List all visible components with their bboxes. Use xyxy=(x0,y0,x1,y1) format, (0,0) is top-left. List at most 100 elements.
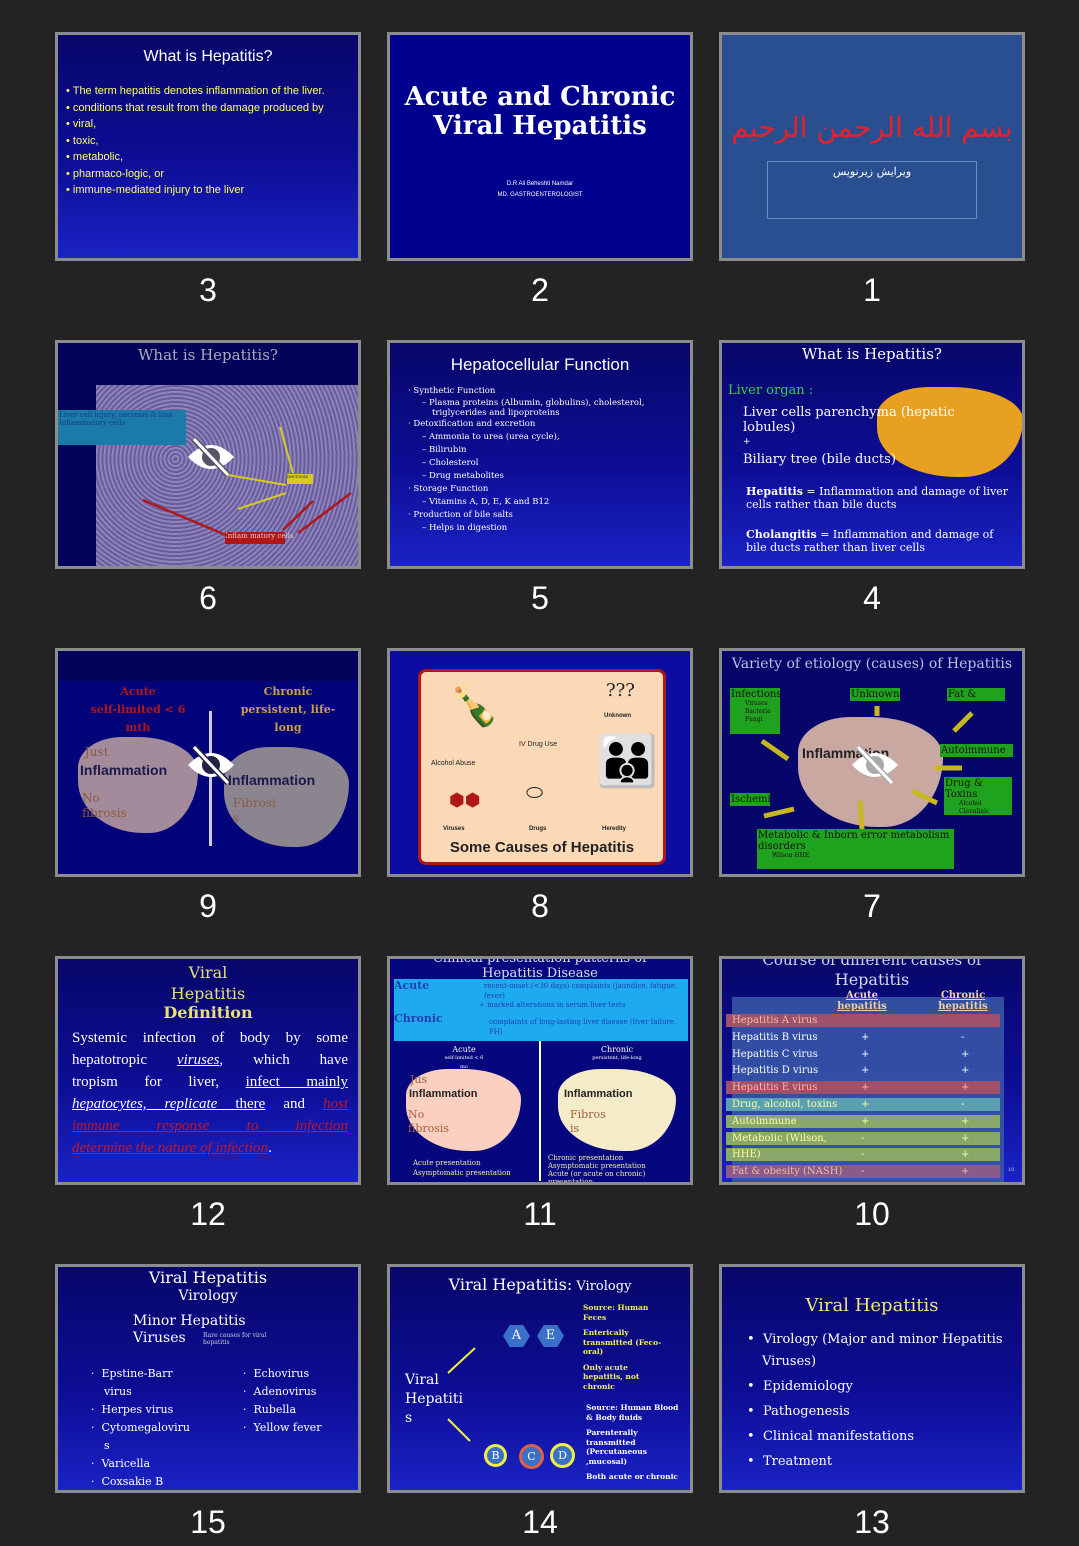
list-item: – Cholesterol xyxy=(422,458,479,468)
list-item: – Vitamins A, D, E, K and B12 xyxy=(422,497,550,507)
slide-thumbnail-3[interactable]: What is Hepatitis? • The term hepatitis … xyxy=(55,32,361,261)
cause-autoimmune: Autoimmune xyxy=(940,744,1013,757)
cause-name: Autoimmune xyxy=(732,1115,797,1127)
slide-thumbnail-13[interactable]: Viral Hepatitis • Virology (Major and mi… xyxy=(719,1264,1025,1493)
hidden-slide-icon xyxy=(852,745,898,785)
virus-list-right: · Echovirus· Adenovirus · Rubella· Yello… xyxy=(243,1367,322,1434)
chronic-value: + xyxy=(961,1048,970,1060)
bullet: • immune-mediated injury to the liver xyxy=(66,184,245,196)
slide-thumbnail-11[interactable]: Clinical presentation patterns of Hepati… xyxy=(387,956,693,1185)
table-row: Fat & obesity (NASH)-+ xyxy=(726,1165,1000,1179)
hepatitis-b-badge: B xyxy=(484,1444,507,1467)
label-necrosis: necrosis xyxy=(287,474,313,484)
cause-ischemia: Ischemi xyxy=(730,793,771,806)
slide-thumbnail-5[interactable]: Hepatocellular Function · Synthetic Func… xyxy=(387,340,693,569)
arrows xyxy=(760,706,974,830)
pill-icon: ⬭ xyxy=(526,780,544,804)
slide-title: Variety of etiology (causes) of Hepatiti… xyxy=(731,656,1013,672)
chronic-value: + xyxy=(961,1166,970,1178)
slide-number: 5 xyxy=(531,580,549,616)
acute-value: + xyxy=(861,1048,870,1060)
bullet: • metabolic, xyxy=(66,151,124,163)
bullet: • conditions that result from the damage… xyxy=(66,101,324,114)
slide-number: 2 xyxy=(531,272,549,308)
caption: Some Causes of Hepatitis xyxy=(449,839,635,856)
heredity-label: Heredity xyxy=(602,826,627,832)
slide-number: 3 xyxy=(199,272,217,308)
list-item: – Helps in digestion xyxy=(422,523,508,533)
small-note: Rare causes for viral hepatitis xyxy=(203,1332,267,1346)
list-item: – Bilirubin xyxy=(422,445,467,455)
cause-name: Drug, alcohol, toxins xyxy=(732,1099,838,1110)
acute-value: + xyxy=(861,1031,870,1043)
list-item: – Ammonia to urea (urea cycle), xyxy=(422,432,560,442)
question-marks: ??? xyxy=(606,680,635,701)
cause-unknown: Unknown xyxy=(850,688,900,701)
cause-name: Hepatitis A virus xyxy=(732,1015,818,1026)
slide-thumbnail-7[interactable]: Variety of etiology (causes) of Hepatiti… xyxy=(719,648,1025,877)
definition-box: Acute recent-onset (<30 days) complaints… xyxy=(394,979,688,1041)
acute-footnote: Acute presentation Asymptomatic presenta… xyxy=(413,1159,511,1177)
definition-last-line: determine the nature of infection xyxy=(72,1140,269,1156)
role: MD. GASTROENTEROLOGIST xyxy=(497,192,583,198)
list-item: – Drug metabolites xyxy=(422,471,504,481)
slide-number: 10 xyxy=(854,1196,890,1232)
hidden-slide-icon xyxy=(188,745,234,785)
acute-value: - xyxy=(861,1149,865,1161)
function-list: · Synthetic Function – Plasma proteins (… xyxy=(408,385,644,535)
cause-name: Fat & obesity (NASH) xyxy=(732,1166,843,1178)
definition-text: Systemic infection of body by some hepat… xyxy=(72,1030,349,1156)
table-row: Hepatitis D virus++ xyxy=(726,1064,1000,1077)
acute-value: + xyxy=(861,1115,870,1127)
hidden-slide-icon xyxy=(188,437,234,477)
acute-value: + xyxy=(861,1065,870,1077)
cause-name: Hepatitis B virus xyxy=(732,1031,818,1043)
list-item: · Storage Function xyxy=(408,484,489,494)
table-row: Hepatitis C virus + + xyxy=(726,1048,1000,1061)
chronic-value: + xyxy=(961,1115,970,1127)
hepatitis-a-badge: A xyxy=(503,1325,530,1347)
chronic-footnote: Chronic presentation Asymptomatic presen… xyxy=(548,1154,646,1185)
chronic-value: + xyxy=(961,1082,970,1094)
inflammation-text: Inflammation xyxy=(228,772,316,788)
fibrosis: Fibros is xyxy=(570,1108,606,1135)
list-item: · Synthetic Function xyxy=(408,386,496,396)
list-item: · Detoxification and excretion xyxy=(408,419,536,429)
ivdrug-label: IV Drug Use xyxy=(519,741,558,748)
slide-thumbnail-6[interactable]: What is Hepatitis? Liver cell injury, ne… xyxy=(55,340,361,569)
liver-organ-label: Liver organ : xyxy=(728,383,814,398)
chronic-value: + xyxy=(961,1149,970,1161)
table-row: Drug, alcohol, toxins+- xyxy=(726,1098,1000,1111)
hepatitis-definition: Hepatitis = Inflammation and damage of l… xyxy=(746,485,1009,511)
cause-name: Hepatitis C virus xyxy=(732,1048,818,1060)
slide-thumbnail-1[interactable]: بسم الله الرحمن الرحيم ویرایش زیرنویس xyxy=(719,32,1025,261)
jus-text: Jus xyxy=(410,1073,428,1086)
acute-value: - xyxy=(861,1132,865,1144)
slide-thumbnail-8[interactable]: Alcohol Abuse IV Drug Use Unknown ??? Vi… xyxy=(387,648,693,877)
slide-title: What is Hepatitis? xyxy=(802,345,942,363)
inflammation-text: Inflammation xyxy=(564,1088,633,1100)
list-item: triglycerides and lipoproteins xyxy=(432,408,560,418)
list-item: – Plasma proteins (Albumin, globulins), … xyxy=(422,398,645,408)
bottle-icon: 🍾 xyxy=(449,683,499,729)
slide-thumbnail-4[interactable]: What is Hepatitis? Liver organ : Liver c… xyxy=(719,340,1025,569)
subtitle-box: ویرایش زیرنویس xyxy=(767,161,977,219)
alcohol-label: Alcohol Abuse xyxy=(431,760,476,767)
